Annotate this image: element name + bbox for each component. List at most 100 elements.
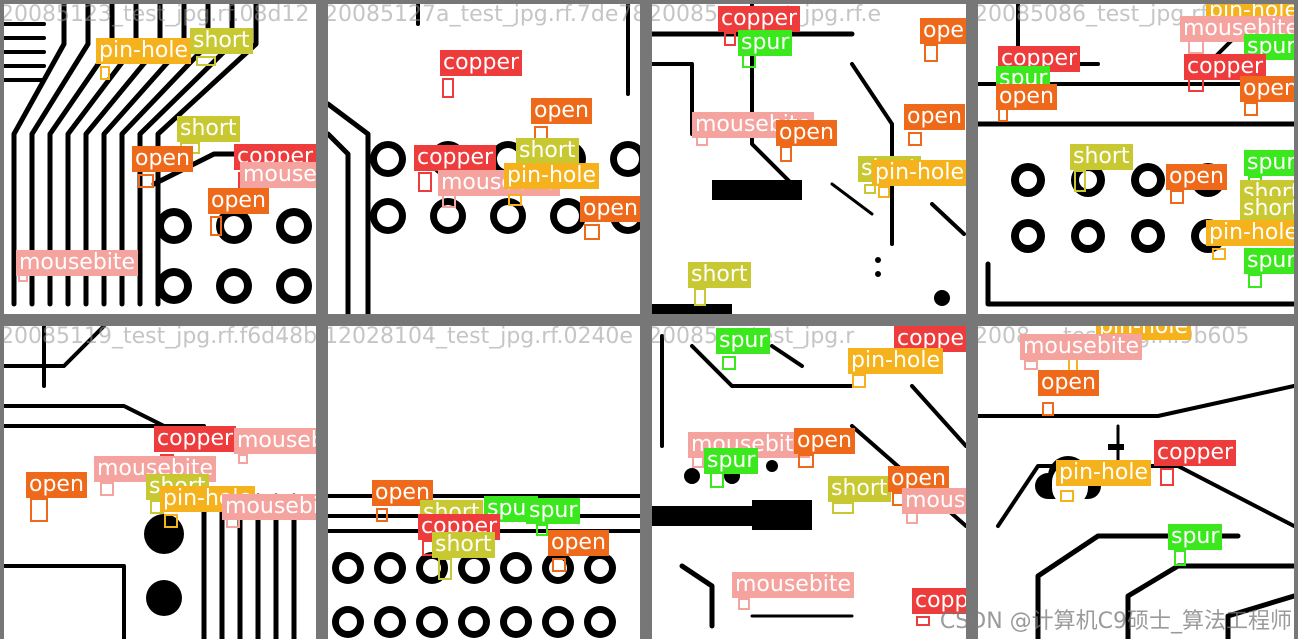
defect-label: short [177,116,240,142]
defect-box [780,146,792,162]
defect-box [908,132,922,146]
defect-label: copper [440,50,523,76]
defect-label: pin-hole [1206,220,1294,246]
defect-label: pin-hole [96,38,192,64]
defect-label: open [1166,164,1227,190]
defect-box [1188,40,1204,54]
defect-box [1042,402,1054,416]
defect-box [30,498,48,522]
defect-box [1024,360,1038,370]
defect-label: open [580,196,640,222]
defect-box [442,78,454,98]
defect-label: open [26,472,87,498]
defect-box [864,184,876,194]
defect-label: copper [718,6,801,32]
defect-box [722,356,736,370]
defect-box [438,558,452,580]
defect-label: open [794,428,855,454]
defect-label: mousebite [240,162,316,188]
pcb-board-image [4,4,316,307]
defect-label: mousebite [222,494,316,520]
defect-label: short [432,532,495,558]
defect-box [508,194,522,206]
defect-label: mousebite [902,488,966,514]
defect-box [1174,550,1186,566]
defect-label: open [920,18,966,44]
defect-label: spur [526,498,581,524]
defect-label: copper [894,326,966,352]
defect-label: spur [716,328,771,354]
defect-box [878,186,890,198]
defect-label: short [190,28,253,54]
defect-box [1074,170,1086,192]
defect-box [442,194,456,208]
pcb-tile: 20085…_test_jpg.rspurcopperpin-holemouse… [652,326,966,639]
defect-box [694,288,706,306]
defect-box [100,482,114,496]
defect-box [1160,468,1174,486]
defect-label: pin-hole [504,163,600,189]
defect-box [196,56,216,66]
defect-label: short [516,138,579,164]
defect-label: open [531,98,592,124]
defect-label: open [904,104,965,130]
defect-box [584,224,600,240]
defect-box [724,32,736,46]
defect-label: copper [1154,440,1237,466]
defect-label: mousebite [1020,334,1143,360]
defect-label: spur [1244,248,1294,274]
defect-label: copper [154,426,237,452]
defect-label: pin-hole [848,348,944,374]
defect-label: open [996,84,1057,110]
defect-label: open [132,146,193,172]
defect-label: open [208,188,269,214]
defect-box [1060,490,1074,502]
defect-box [852,374,866,388]
defect-label: mousebite [732,572,855,598]
defect-label: open [1038,370,1099,396]
defect-box [1170,190,1184,204]
defect-box [1248,274,1262,288]
defect-box [798,454,814,468]
defect-label: mousebite [234,428,316,454]
defect-label: pin-hole [1056,460,1152,486]
defect-box [738,598,750,610]
csdn-watermark: CSDN @计算机C9硕士_算法工程师 [939,609,1292,634]
defect-label: open [372,480,433,506]
pcb-tile: 20085119_test_jpg.rf.f6d48bcoppermousebi… [4,326,316,639]
defect-label: copper [912,588,966,614]
defect-box [418,172,432,192]
defect-label: spur [704,448,759,474]
defect-label: open [776,120,837,146]
defect-box [138,174,154,188]
defect-label: short [688,262,751,288]
defect-label: open [548,530,609,556]
pcb-tile: 2008…_test_jpg.rf.9b605pin-holemousebite… [978,326,1294,639]
defect-label: spur [1168,524,1223,550]
defect-box [1188,78,1204,92]
defect-label: spur [738,30,793,56]
defect-label: copper [414,145,497,171]
defect-label: open [1240,76,1294,102]
defect-box [238,454,248,464]
defect-box [742,54,756,68]
defect-box [832,502,854,514]
defect-box [210,216,222,236]
defect-box [916,616,930,626]
defect-label: short [1240,196,1294,222]
defect-box [100,66,110,80]
defect-label: mousebite [16,250,139,276]
defect-label: spur [1244,150,1294,176]
defect-label: short [828,476,891,502]
defect-label: copper [1184,54,1267,80]
defect-box [164,514,178,528]
defect-box [552,558,566,572]
defect-box [1244,102,1258,116]
defect-box [536,524,548,536]
defect-box [1212,248,1226,260]
defect-box [376,508,388,522]
